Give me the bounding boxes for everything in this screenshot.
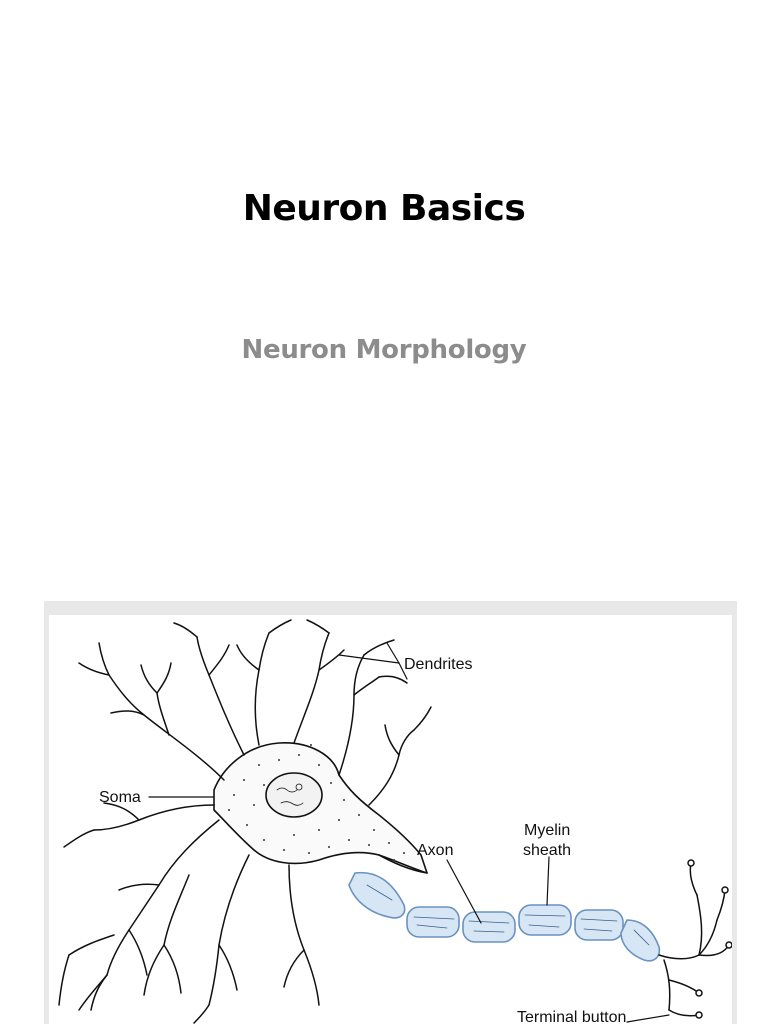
dendrites-leader (386, 642, 400, 664)
axon-terminals (658, 859, 733, 1019)
myelin-texture (366, 884, 650, 946)
soma-stipple (228, 744, 405, 861)
slide-subtitle: Neuron Morphology (241, 335, 527, 365)
myelin-segment (518, 904, 572, 936)
slide-title: Neuron Basics (242, 188, 526, 229)
neuron-diagram: Dendrites Soma Axon Myelin sheath Termin… (49, 615, 733, 1024)
dendrites-leader (338, 654, 400, 664)
myelin-segment (462, 911, 516, 943)
neuron-diagram-frame: Dendrites Soma Axon Myelin sheath Termin… (44, 601, 737, 1024)
axon-leader (446, 859, 482, 924)
soma-body (213, 742, 428, 874)
label-terminal: Terminal button (517, 1009, 626, 1024)
terminal-leader (626, 1014, 670, 1023)
label-soma: Soma (99, 789, 141, 806)
label-myelin-line2: sheath (523, 842, 571, 859)
neuron-illustration: Dendrites Soma Axon Myelin sheath Termin… (58, 619, 733, 1024)
myelin-segment (348, 871, 406, 919)
nucleus-texture (276, 783, 304, 806)
myelin-leader (546, 856, 550, 906)
dendrites (58, 619, 432, 1024)
label-dendrites: Dendrites (404, 656, 472, 673)
axon-hillock (378, 854, 428, 874)
myelin-segment (574, 909, 624, 941)
nucleus (265, 772, 323, 818)
myelin-segment (620, 919, 661, 962)
leader-lines (148, 642, 670, 1023)
dendrites-leader (398, 662, 408, 680)
label-axon: Axon (417, 842, 453, 859)
myelin-segment (406, 906, 460, 938)
myelin-sheath (348, 871, 661, 962)
label-myelin-line1: Myelin (524, 822, 570, 839)
